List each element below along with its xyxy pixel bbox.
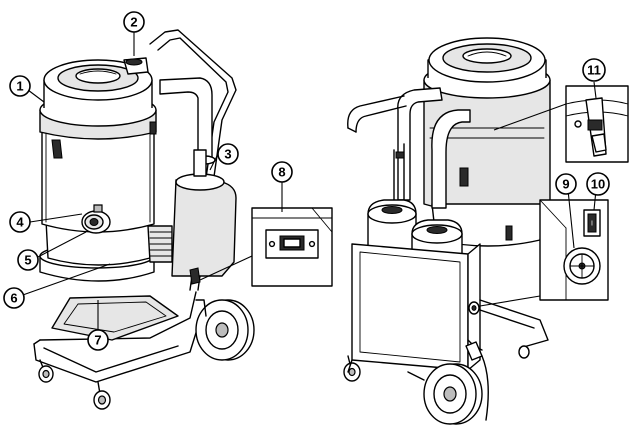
front-caster bbox=[38, 359, 111, 410]
callout-4: 4 bbox=[9, 211, 31, 233]
switch-symbol: I bbox=[591, 221, 593, 228]
callout-2: 2 bbox=[123, 11, 145, 33]
callout-1: 1 bbox=[9, 75, 31, 97]
callout-label: 10 bbox=[591, 177, 605, 192]
power-panel-inset: I bbox=[479, 199, 609, 307]
callout-label: 6 bbox=[10, 291, 17, 306]
callout-9: 9 bbox=[555, 173, 577, 195]
callout-3: 3 bbox=[217, 143, 239, 165]
rear-view-wheel bbox=[423, 363, 483, 425]
inlet-nozzle bbox=[81, 204, 111, 234]
switch-detail-inset bbox=[199, 207, 333, 287]
callout-label: 5 bbox=[24, 253, 31, 268]
callout-label: 11 bbox=[587, 63, 601, 78]
callout-label: 7 bbox=[94, 333, 101, 348]
callout-label: 3 bbox=[224, 147, 231, 162]
callout-7: 7 bbox=[87, 329, 109, 351]
callout-label: 4 bbox=[16, 215, 24, 230]
callout-layer: 1 2 3 4 5 6 7 8 bbox=[3, 11, 610, 351]
front-view-machine bbox=[33, 29, 255, 410]
callout-6: 6 bbox=[3, 287, 25, 309]
callout-label: 1 bbox=[16, 79, 23, 94]
callout-label: 8 bbox=[278, 165, 285, 180]
callout-8: 8 bbox=[271, 161, 293, 183]
callout-11: 11 bbox=[582, 58, 606, 82]
clamp-detail-inset bbox=[493, 85, 629, 163]
callout-10: 10 bbox=[586, 172, 610, 196]
callout-label: 2 bbox=[130, 15, 137, 30]
rear-view-machine bbox=[343, 37, 551, 425]
callout-label: 9 bbox=[562, 177, 569, 192]
rear-wheel bbox=[195, 299, 255, 361]
callout-5: 5 bbox=[17, 249, 39, 271]
